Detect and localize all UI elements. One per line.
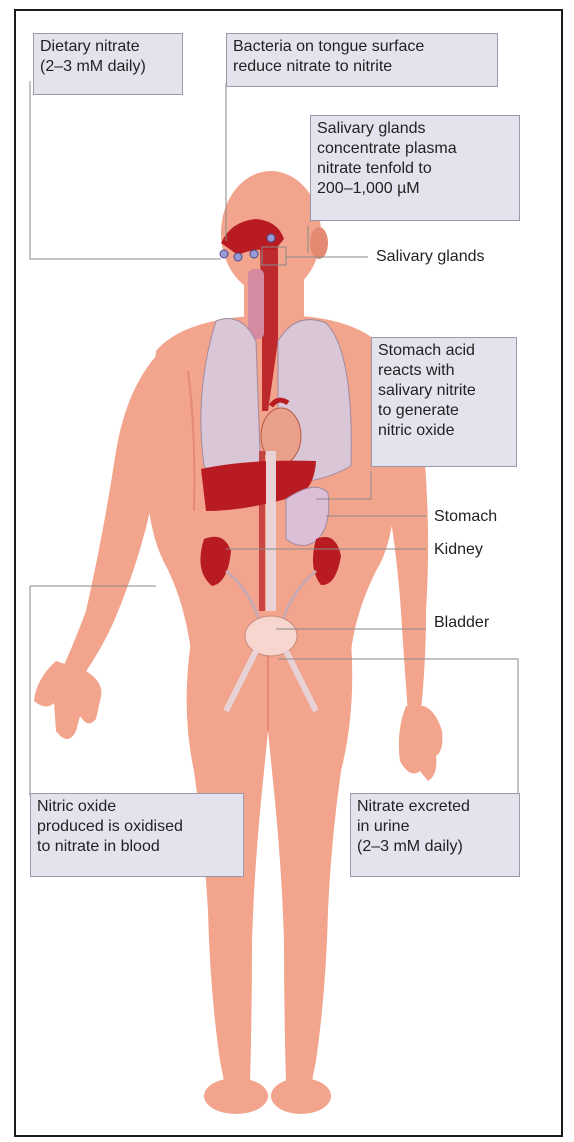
callout-tongue-bacteria: Bacteria on tongue surface reduce nitrat… <box>226 33 498 87</box>
label-salivary-glands: Salivary glands <box>376 247 485 267</box>
callout-nitrate-excreted: Nitrate excreted in urine (2–3 mM daily) <box>350 793 520 877</box>
callout-stomach-acid: Stomach acid reacts with salivary nitrit… <box>371 337 517 467</box>
label-kidney: Kidney <box>434 540 483 560</box>
label-stomach: Stomach <box>434 507 497 527</box>
callout-salivary-concentrate: Salivary glands concentrate plasma nitra… <box>310 115 520 221</box>
diagram-frame: Dietary nitrate (2–3 mM daily) Bacteria … <box>14 9 563 1137</box>
callout-nitric-oxide: Nitric oxide produced is oxidised to nit… <box>30 793 244 877</box>
label-bladder: Bladder <box>434 613 489 633</box>
body-silhouette <box>34 171 442 1114</box>
callout-dietary-nitrate: Dietary nitrate (2–3 mM daily) <box>33 33 183 95</box>
